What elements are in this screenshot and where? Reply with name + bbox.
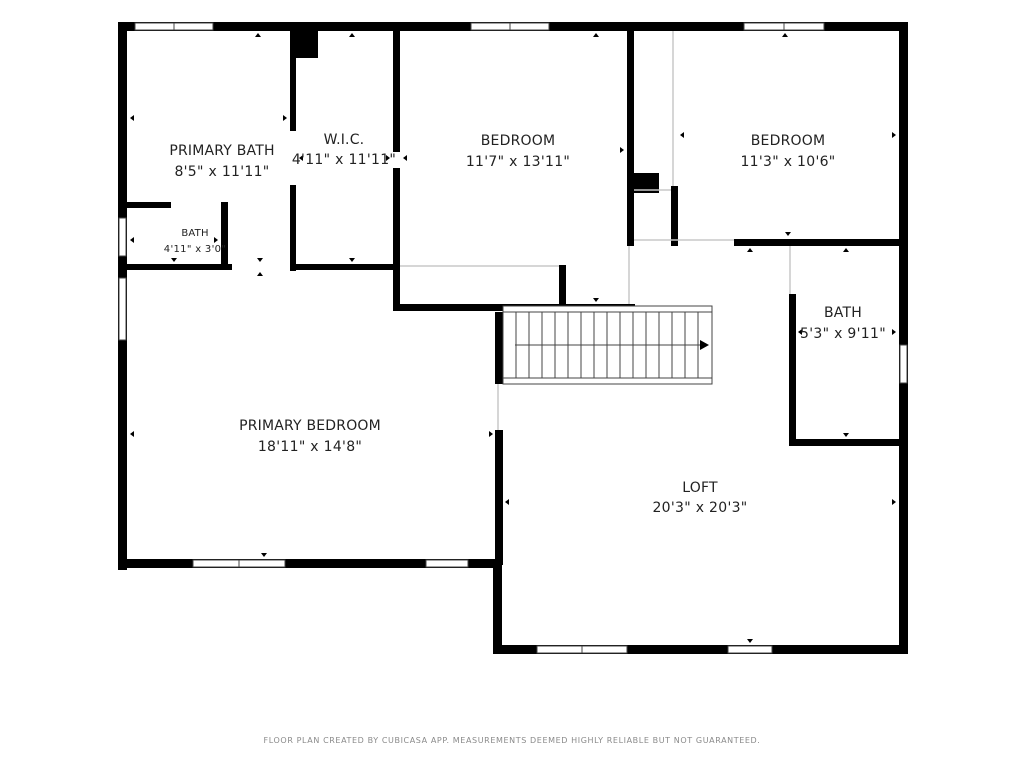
- window-small-bath: [118, 217, 127, 257]
- closet-column: [290, 31, 318, 58]
- room-labels: PRIMARY BATH 8'5" x 11'11" W.I.C. 4'11" …: [164, 132, 886, 516]
- measurement-ticks: [130, 33, 896, 643]
- room-name-small-bath: BATH: [181, 228, 208, 239]
- wall-wic-bedroom-lower: [393, 168, 400, 311]
- wall-loft-left: [495, 430, 503, 565]
- window-primary-bedroom-side: [118, 277, 127, 341]
- wall-bedroom2-bottom: [734, 239, 904, 246]
- room-dims-wic: 4'11" x 11'11": [292, 152, 396, 168]
- room-dims-bedroom-1: 11'7" x 13'11": [466, 154, 570, 170]
- staircase: [502, 305, 713, 385]
- room-dims-primary-bath: 8'5" x 11'11": [174, 164, 269, 180]
- wall-bedroom-divider: [627, 31, 634, 246]
- room-name-wic: W.I.C.: [324, 132, 365, 148]
- wall-bedroom-closet-stub: [559, 265, 566, 309]
- wall-bottom-left: [118, 559, 500, 568]
- wall-wic-bedroom-upper: [393, 31, 400, 152]
- wall-bottom-right: [493, 645, 908, 654]
- wall-small-bath-right: [221, 202, 228, 268]
- room-name-primary-bath: PRIMARY BATH: [169, 143, 274, 159]
- window-mullions: [173, 23, 785, 653]
- wall-right: [899, 22, 908, 654]
- stair-direction-arrow-icon: [700, 340, 709, 350]
- window-primary-bedroom-2: [425, 559, 469, 568]
- room-name-bedroom-1: BEDROOM: [481, 133, 555, 149]
- stair-rail-bottom: [502, 377, 713, 385]
- room-name-bedroom-2: BEDROOM: [751, 133, 825, 149]
- window-loft-2: [727, 645, 773, 654]
- wall-loft-left-lower: [493, 559, 502, 654]
- room-dims-bedroom-2: 11'3" x 10'6": [740, 154, 835, 170]
- footer-disclaimer: FLOOR PLAN CREATED BY CUBICASA APP. MEAS…: [263, 736, 761, 745]
- wall-small-bath-top: [126, 202, 171, 208]
- wall-stair-left: [495, 312, 503, 384]
- room-dims-small-bath: 4'11" x 3'0": [164, 244, 226, 255]
- room-name-bath-2: BATH: [824, 305, 862, 321]
- wall-bath-wic-upper: [290, 31, 296, 131]
- room-dims-bath-2: 5'3" x 9'11": [800, 326, 886, 342]
- wall-closet-right: [671, 186, 678, 246]
- wall-bath-wic-lower: [290, 185, 296, 271]
- room-dims-loft: 20'3" x 20'3": [652, 500, 747, 516]
- wall-bath-bottom-left: [126, 264, 232, 270]
- room-name-primary-bedroom: PRIMARY BEDROOM: [239, 418, 381, 434]
- room-name-loft: LOFT: [682, 480, 718, 496]
- wall-bath2-bottom: [789, 439, 904, 446]
- closet-column-2: [627, 173, 659, 193]
- room-dims-primary-bedroom: 18'11" x 14'8": [258, 439, 362, 455]
- wall-bath2-left: [789, 294, 796, 446]
- partitions: [400, 31, 791, 430]
- stair-rail-top: [502, 305, 713, 313]
- wall-wic-bottom: [290, 264, 400, 270]
- window-bath-2: [899, 344, 908, 384]
